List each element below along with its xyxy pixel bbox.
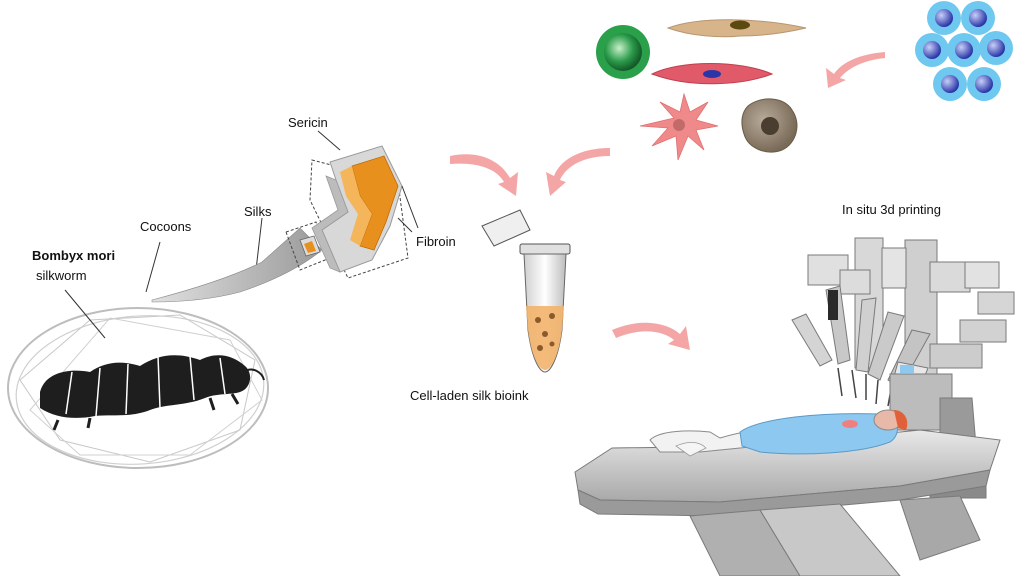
- bioink-label: Cell-laden silk bioink: [410, 388, 529, 403]
- silk-fiber-icon: [151, 221, 331, 303]
- microtube-icon: [481, 209, 571, 373]
- cell-cluster-icon: [915, 1, 1013, 101]
- neuron-cell-icon: [639, 92, 719, 161]
- silks-label: Silks: [244, 204, 272, 219]
- stem-cell-icon: [596, 25, 650, 79]
- sericin-label: Sericin: [288, 115, 328, 130]
- macrophage-cell-icon: [741, 98, 798, 153]
- printing-label: In situ 3d printing: [842, 202, 942, 217]
- fibroblast-icon: [666, 19, 807, 38]
- cocoons-label: Cocoons: [140, 219, 192, 234]
- silk-structure-icon: [309, 145, 409, 279]
- silkworm-icon: [40, 355, 265, 431]
- endothelial-cell-icon: [650, 63, 774, 85]
- patient-icon: [649, 409, 908, 457]
- flow-arrow-icon: [450, 52, 885, 350]
- cocoon-icon: [7, 307, 269, 469]
- fibroin-label: Fibroin: [416, 234, 456, 249]
- bombyx-mori-label: Bombyx mori: [32, 248, 116, 263]
- silkworm-label: silkworm: [36, 268, 87, 283]
